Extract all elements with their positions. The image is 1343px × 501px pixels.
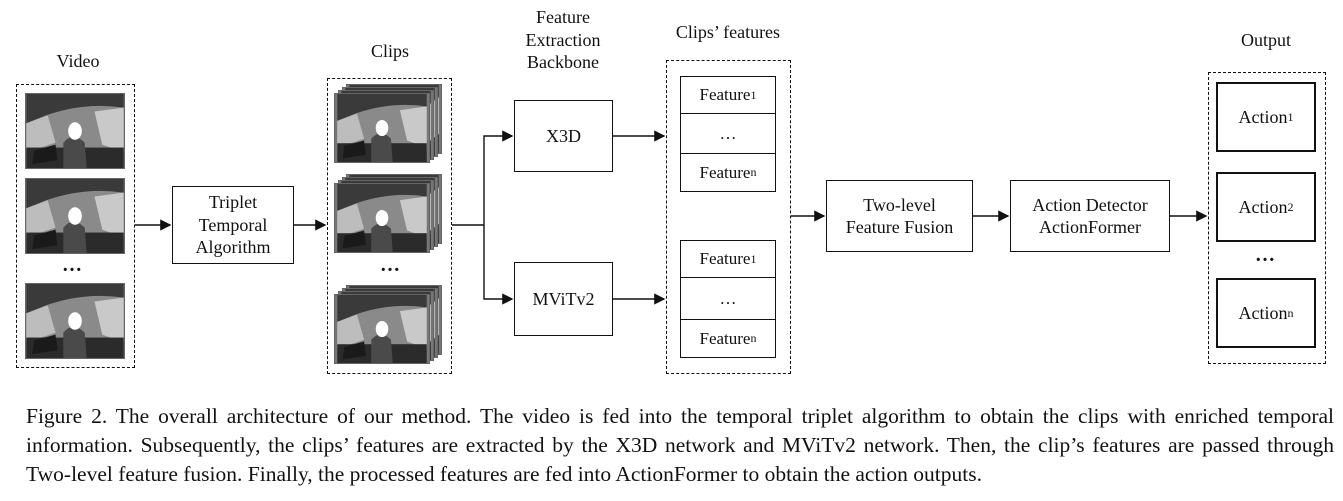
figure-caption: Figure 2. The overall architecture of ou…	[26, 404, 1334, 486]
clips-group	[327, 78, 452, 374]
arrow-to-mvit	[483, 225, 514, 305]
video-group	[16, 84, 135, 368]
triplet-temporal-algorithm-block: Triplet Temporal Algorithm	[172, 186, 294, 264]
video-frame	[25, 93, 125, 169]
clip-stack	[334, 84, 444, 164]
arrow-to-x3d	[483, 130, 514, 225]
connector-arrows	[135, 130, 1208, 305]
x3d-block: X3D	[514, 100, 613, 172]
action-detector-block: Action Detector ActionFormer	[1010, 180, 1170, 252]
clips-ellipsis: …	[380, 254, 401, 276]
two-level-feature-fusion-block: Two-level Feature Fusion	[826, 180, 973, 252]
output-label: Output	[1240, 30, 1291, 50]
feature-ellipsis: …	[680, 278, 776, 320]
backbone-label: Feature Extraction Backbone	[525, 7, 601, 72]
clip-stack	[334, 285, 444, 365]
output-group	[1208, 72, 1326, 364]
video-frame	[25, 283, 125, 359]
video-ellipsis: …	[62, 254, 83, 276]
mvitv2-block: MViTv2	[514, 262, 613, 336]
feature-ellipsis: …	[680, 114, 776, 154]
clip-stack	[334, 174, 444, 254]
video-frame	[25, 178, 125, 254]
clips-features-label: Clips’ features	[675, 22, 781, 42]
clips-label: Clips	[370, 41, 409, 61]
video-label: Video	[56, 51, 100, 71]
clips-features-group	[666, 60, 791, 374]
output-ellipsis: …	[1255, 244, 1276, 266]
